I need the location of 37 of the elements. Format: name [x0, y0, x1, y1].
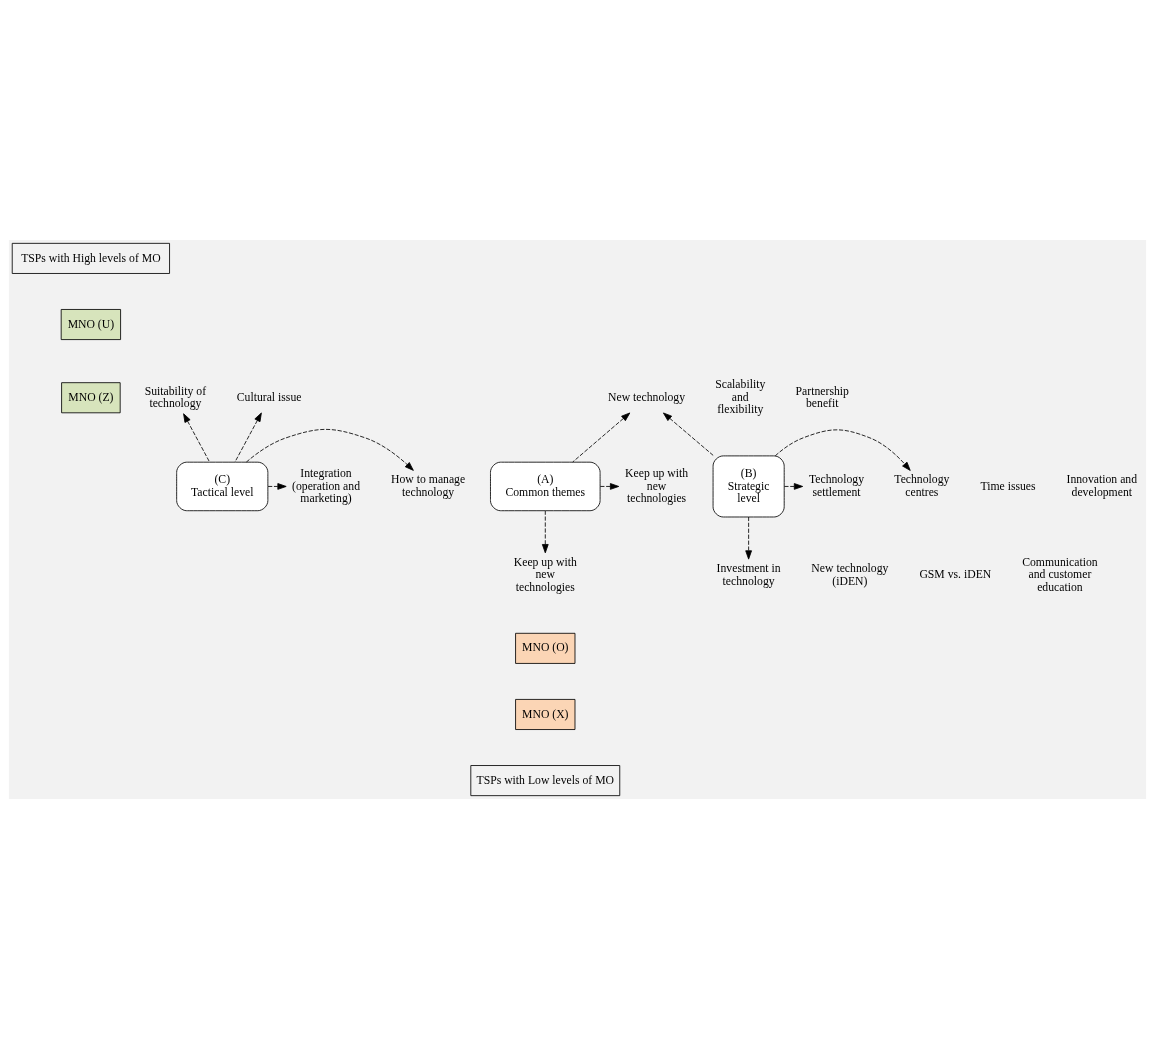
node-text: How to manage technology: [391, 473, 466, 499]
arrow: [745, 516, 752, 560]
node-box: (A) Common themes: [490, 461, 601, 512]
arrow: [541, 510, 549, 554]
label: Partnership benefit: [795, 384, 849, 411]
label: Communication and customer education: [1022, 555, 1098, 594]
node-text: Cultural issue: [236, 390, 302, 404]
node-text: Technology settlement: [808, 473, 865, 499]
arrow: [783, 483, 804, 490]
arrow: [663, 412, 715, 457]
node-box: MNO (U): [60, 309, 121, 340]
node-box: TSPs with Low levels of MO: [470, 765, 621, 797]
node-text: Keep up with new technologies: [513, 555, 577, 594]
label: Scalability and flexibility: [715, 378, 766, 417]
label: GSM vs. iDEN: [919, 568, 992, 582]
label: New technology (iDEN): [811, 561, 889, 588]
label: Innovation and development: [1066, 473, 1138, 499]
arrow: [245, 428, 414, 471]
node-box: MNO (Z): [61, 382, 121, 414]
arrow: [774, 429, 911, 471]
node-box: MNO (X): [515, 699, 576, 730]
node-box: (B) Strategic level: [712, 455, 785, 518]
node-text: Integration (operation and marketing): [292, 466, 360, 506]
node-text: Technology centres: [894, 473, 950, 499]
node-text: New technology: [608, 390, 686, 404]
arrow: [234, 412, 262, 463]
node-box: TSPs with High levels of MO: [11, 242, 170, 274]
node-box: MNO (O): [515, 632, 576, 664]
node-box: (C) Tactical level: [176, 461, 269, 512]
node-text: Suitability of technology: [144, 384, 207, 411]
arrow: [183, 413, 211, 463]
node-text: Keep up with new technologies: [625, 466, 689, 506]
arrow: [267, 483, 287, 490]
label: Time issues: [980, 479, 1036, 493]
arrow: [572, 412, 631, 463]
arrow: [599, 483, 620, 490]
node-text: Investment in technology: [716, 561, 781, 588]
